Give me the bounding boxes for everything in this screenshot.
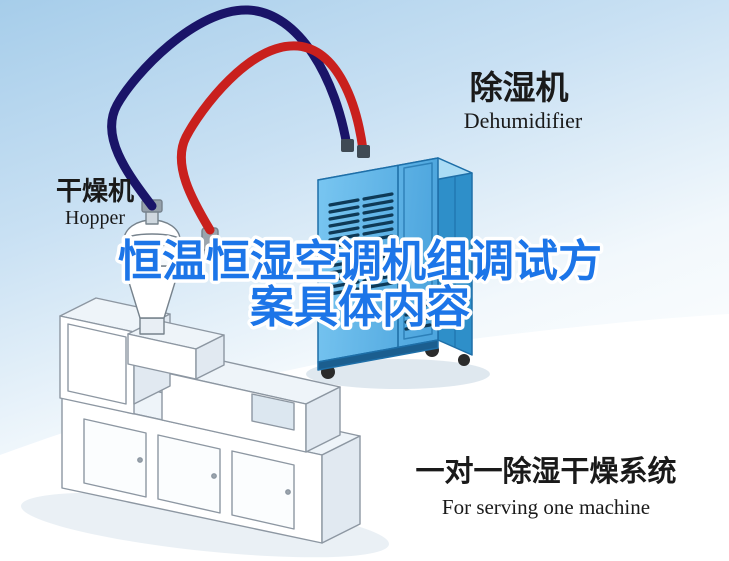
pipe-red (176, 41, 368, 235)
door-handle-1 (137, 457, 143, 463)
hose-connector-red (357, 145, 370, 158)
dehumidifier-shadow (306, 359, 490, 389)
tagline-en: For serving one machine (442, 495, 650, 519)
dehumidifier-label-cn: 除湿机 (470, 69, 569, 106)
hoses (107, 5, 370, 235)
dehumidifier-machine (317, 157, 473, 379)
dehumidifier-label-en: Dehumidifier (464, 108, 583, 133)
bed-side-face (321, 435, 361, 544)
front-door-panel (403, 162, 433, 340)
bed-door-2 (157, 434, 221, 514)
hopper-rim (123, 233, 181, 247)
housing-window (251, 393, 295, 431)
vent-grille (328, 192, 432, 331)
dehumidifier-base (317, 339, 439, 371)
cabinet-front-face (59, 315, 135, 415)
hopper-label-en: Hopper (65, 207, 125, 229)
caster-wheel-back (458, 354, 470, 366)
housing-side-face (305, 386, 341, 453)
bed-door-3 (231, 450, 295, 530)
pipe-navy (107, 5, 352, 211)
door-handle-2 (211, 473, 217, 479)
labels: 除湿机 Dehumidifier 干燥机 Hopper 恒温恒湿空调机组调试方 … (56, 69, 677, 519)
tagline-cn: 一对一除湿干燥系统 (415, 454, 676, 488)
main-title-line1: 恒温恒湿空调机组调试方 (118, 237, 602, 286)
extruder-shadow (20, 492, 390, 558)
hopper-neck-bottom (139, 317, 165, 335)
hose-connector-navy (341, 139, 354, 152)
hopper-label-cn: 干燥机 (56, 176, 134, 206)
main-title-line2: 案具体内容 (250, 283, 470, 332)
throat-side-face (195, 334, 225, 380)
hopper-dryer (123, 199, 219, 335)
hopper-side-duct (183, 245, 213, 263)
cabinet-panel (67, 323, 127, 405)
bed-door-1 (83, 418, 147, 498)
door-handle-3 (285, 489, 291, 495)
extruder-machine (59, 297, 361, 544)
